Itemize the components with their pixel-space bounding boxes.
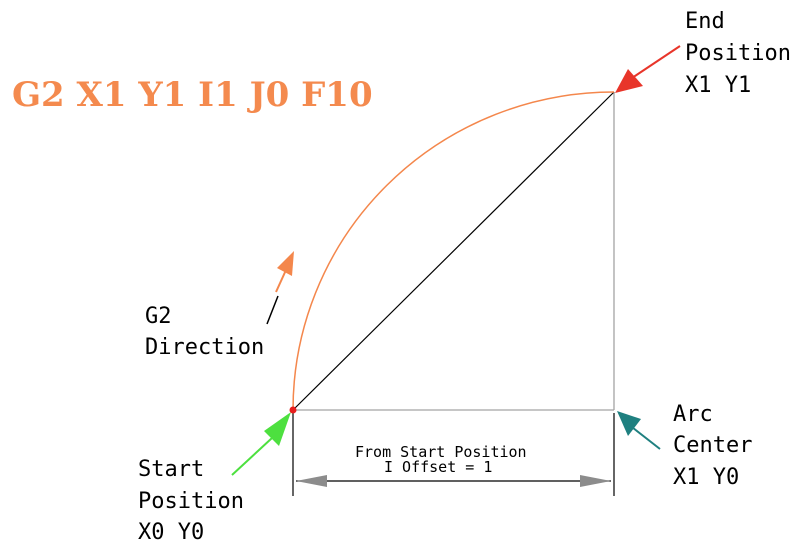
g2-direction-label-line1: G2 — [145, 304, 172, 329]
start-position-label-line2: Position — [138, 489, 244, 514]
end-position-label-line1: End — [685, 9, 725, 34]
g2-direction-label-line2: Direction — [145, 335, 264, 360]
start-position-label-line1: Start — [138, 457, 204, 482]
arc-center-label-line3: X1 Y0 — [673, 465, 739, 490]
start-point-marker — [289, 406, 297, 414]
gcode-command-title: G2 X1 Y1 I1 J0 F10 — [12, 75, 373, 115]
end-position-arrow-icon — [615, 69, 643, 93]
dimension-arrowhead-right — [580, 475, 611, 487]
arc-center-label-line1: Arc — [673, 402, 713, 427]
start-position-arrow-shaft — [231, 437, 273, 476]
dimension-arrowhead-left — [296, 475, 327, 487]
direction-label-pointer — [266, 295, 279, 325]
end-position-label-line3: X1 Y1 — [685, 73, 751, 98]
end-position-arrow-shaft — [631, 45, 681, 79]
end-position-label-line2: Position — [685, 41, 791, 66]
offset-label-line2: I Offset = 1 — [384, 458, 492, 476]
arc-center-label-line2: Center — [673, 433, 752, 458]
g2-direction-arrow-shaft — [275, 269, 287, 293]
g2-arc-path — [292, 91, 615, 411]
offset-label-line1: From Start Position — [355, 443, 527, 461]
start-to-end-chord — [292, 91, 615, 411]
g2-direction-arrow-icon — [277, 251, 294, 276]
start-position-label-line3: X0 Y0 — [138, 520, 204, 545]
start-position-arrow-icon — [264, 412, 291, 446]
arc-center-arrow-icon — [617, 411, 641, 436]
